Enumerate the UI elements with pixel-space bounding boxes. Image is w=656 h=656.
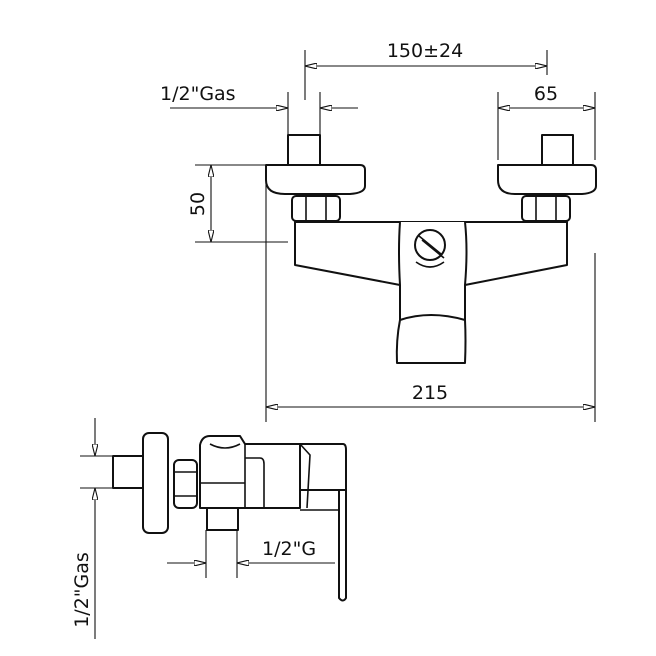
faucet-front: [265, 134, 597, 364]
front-view: 150±24 1/2"Gas 65 50 215: [160, 40, 597, 422]
dim-inlet-thread: 1/2"Gas: [160, 83, 358, 136]
dim-outlet-thread-label: 1/2"G: [262, 538, 316, 560]
dim-center-distance-label: 150±24: [387, 40, 463, 62]
dim-escutcheon: 65: [497, 83, 596, 160]
dim-total-width-label: 215: [412, 382, 448, 404]
dim-side-inlet-thread-label: 1/2"Gas: [71, 552, 93, 628]
dim-inlet-thread-label: 1/2"Gas: [160, 83, 236, 105]
dim-outlet-thread: 1/2"G: [167, 530, 335, 578]
dim-height-label: 50: [187, 192, 209, 216]
dim-escutcheon-label: 65: [534, 83, 558, 105]
dim-height: 50: [187, 164, 288, 243]
dim-center-distance: 150±24: [304, 40, 548, 100]
dim-side-inlet-thread: 1/2"Gas: [71, 418, 145, 639]
side-view: 1/2"Gas 1/2"G: [71, 418, 347, 639]
dim-total-width: 215: [265, 165, 596, 422]
faucet-side: [112, 432, 347, 602]
